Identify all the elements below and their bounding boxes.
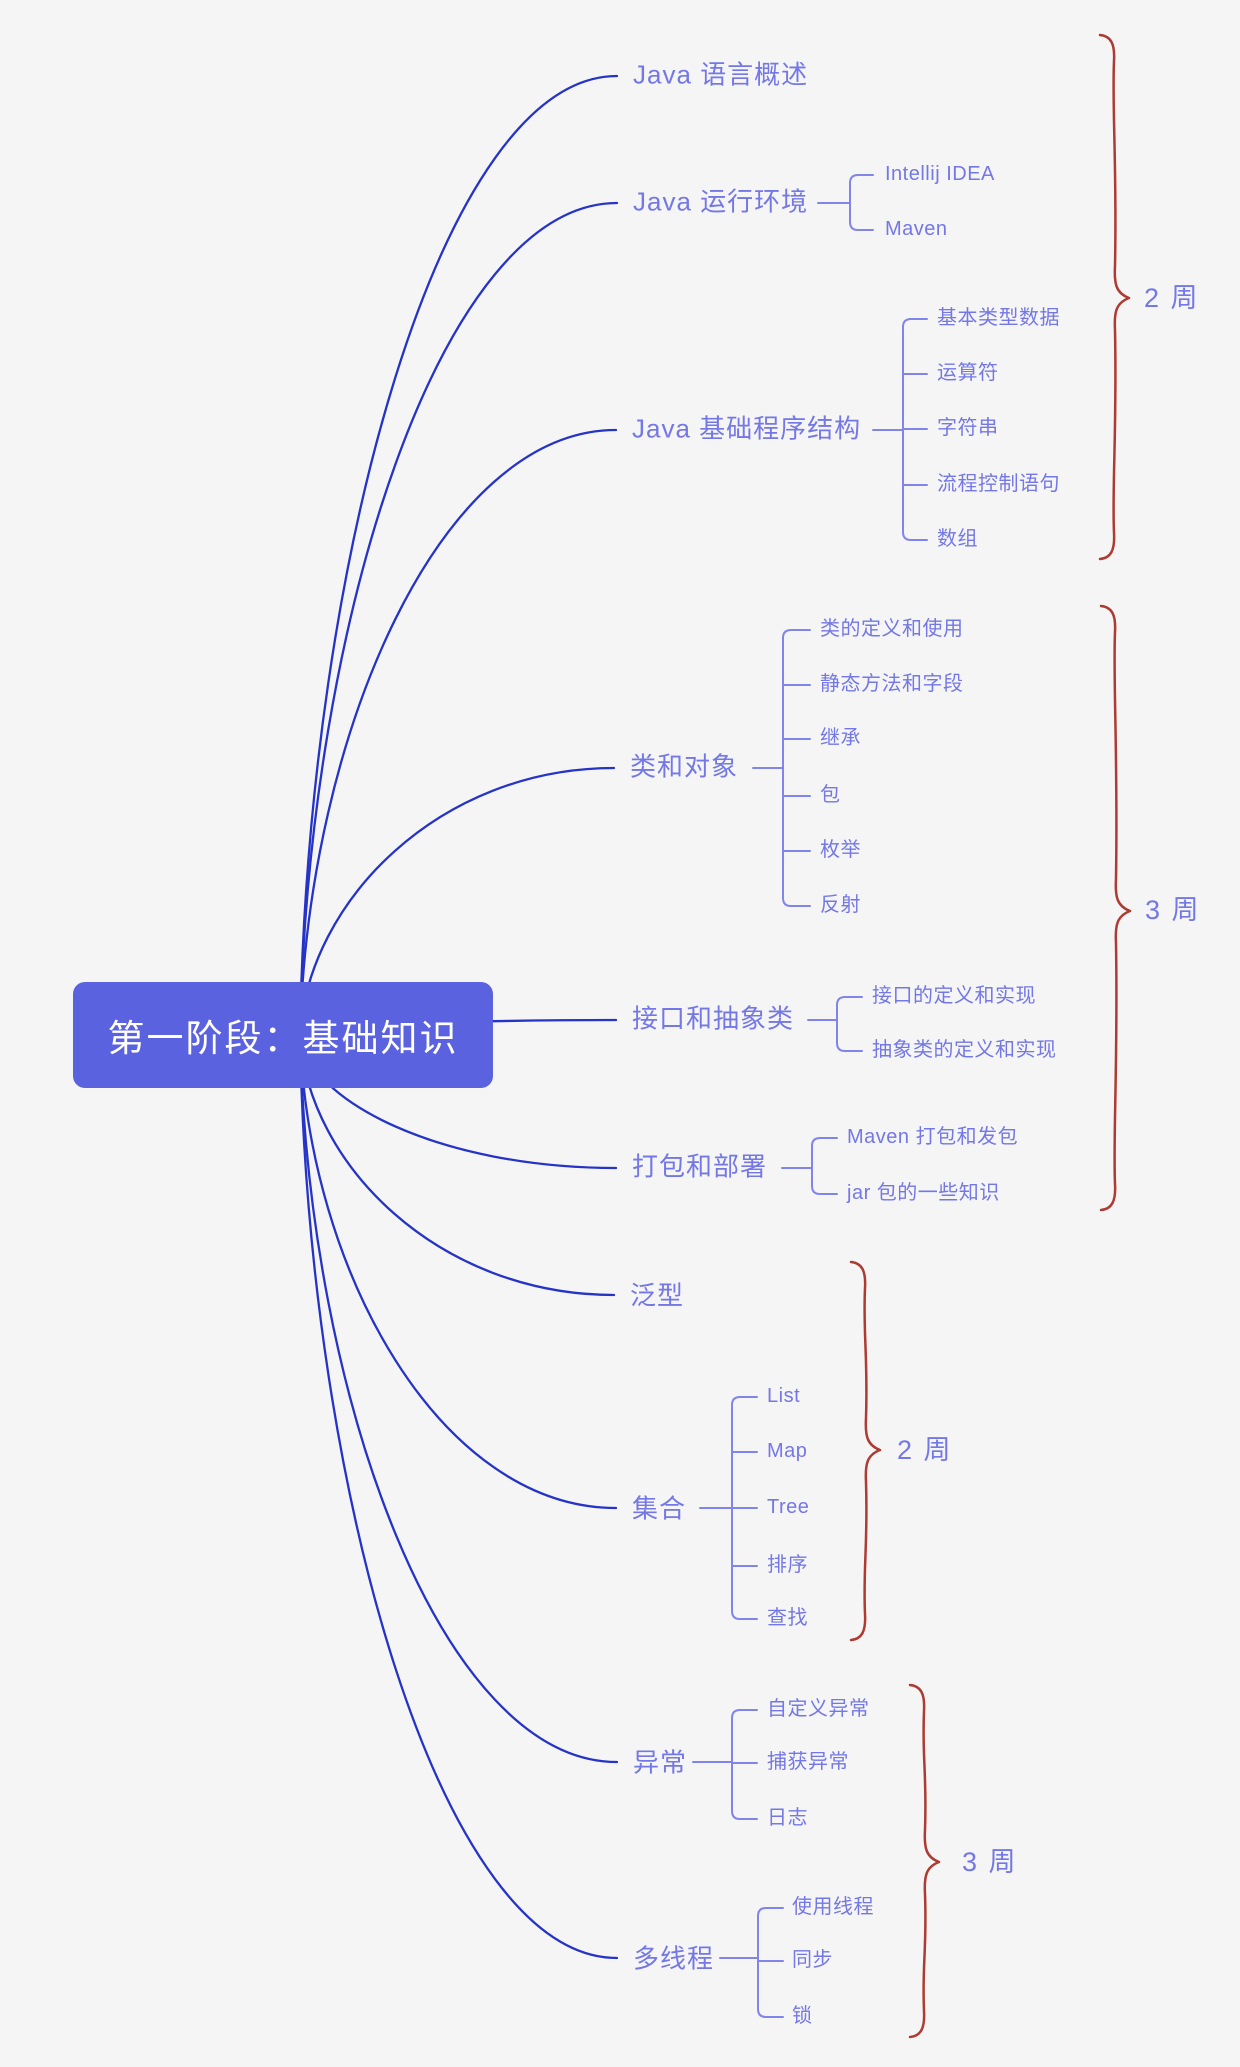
child-reflection[interactable]: 反射 <box>820 894 861 917</box>
child-connectors <box>692 174 928 2018</box>
branch-classes-objects[interactable]: 类和对象 <box>630 751 739 782</box>
child-arrays[interactable]: 数组 <box>937 528 978 551</box>
branch-generics[interactable]: 泛型 <box>630 1280 685 1311</box>
branch-packaging-deploy[interactable]: 打包和部署 <box>632 1151 768 1182</box>
child-enum[interactable]: 枚举 <box>820 839 861 862</box>
child-inheritance[interactable]: 继承 <box>820 727 861 750</box>
child-tree[interactable]: Tree <box>767 1496 810 1519</box>
child-maven-package-publish[interactable]: Maven 打包和发包 <box>847 1126 1019 1149</box>
child-strings[interactable]: 字符串 <box>937 417 999 440</box>
child-maven[interactable]: Maven <box>885 218 948 241</box>
branch-collections[interactable]: 集合 <box>632 1493 687 1524</box>
child-primitive-types[interactable]: 基本类型数据 <box>937 307 1060 330</box>
child-logging[interactable]: 日志 <box>767 1807 808 1830</box>
child-custom-exception[interactable]: 自定义异常 <box>767 1698 870 1721</box>
branch-java-runtime[interactable]: Java 运行环境 <box>633 186 809 217</box>
child-searching[interactable]: 查找 <box>767 1607 808 1630</box>
child-control-flow[interactable]: 流程控制语句 <box>937 473 1060 496</box>
root-node[interactable]: 第一阶段：基础知识 <box>73 982 493 1088</box>
branch-multithreading[interactable]: 多线程 <box>633 1943 715 1974</box>
duration-label-3: 2 周 <box>897 1434 953 1465</box>
child-sync[interactable]: 同步 <box>792 1949 833 1972</box>
duration-label-1: 2 周 <box>1144 282 1200 313</box>
duration-label-2: 3 周 <box>1145 894 1201 925</box>
child-thread-usage[interactable]: 使用线程 <box>792 1896 874 1919</box>
child-catch-exception[interactable]: 捕获异常 <box>767 1751 849 1774</box>
child-sorting[interactable]: 排序 <box>767 1554 808 1577</box>
child-lock[interactable]: 锁 <box>792 2005 813 2028</box>
child-intellij-idea[interactable]: Intellij IDEA <box>885 163 995 186</box>
child-jar-knowledge[interactable]: jar 包的一些知识 <box>847 1182 1000 1205</box>
child-class-definition-usage[interactable]: 类的定义和使用 <box>820 618 964 641</box>
branch-java-overview[interactable]: Java 语言概述 <box>633 59 809 90</box>
branch-exceptions[interactable]: 异常 <box>633 1747 688 1778</box>
branch-interfaces-abstract[interactable]: 接口和抽象类 <box>632 1003 795 1034</box>
child-package[interactable]: 包 <box>820 784 841 807</box>
branch-java-basics[interactable]: Java 基础程序结构 <box>632 413 862 444</box>
child-list[interactable]: List <box>767 1385 801 1408</box>
child-interface-definition[interactable]: 接口的定义和实现 <box>872 985 1036 1008</box>
duration-label-4: 3 周 <box>962 1846 1018 1877</box>
duration-braces <box>849 33 1132 2039</box>
child-static-methods-fields[interactable]: 静态方法和字段 <box>820 673 964 696</box>
child-abstract-class-definition[interactable]: 抽象类的定义和实现 <box>872 1039 1057 1062</box>
child-operators[interactable]: 运算符 <box>937 362 999 385</box>
child-map[interactable]: Map <box>767 1440 808 1463</box>
